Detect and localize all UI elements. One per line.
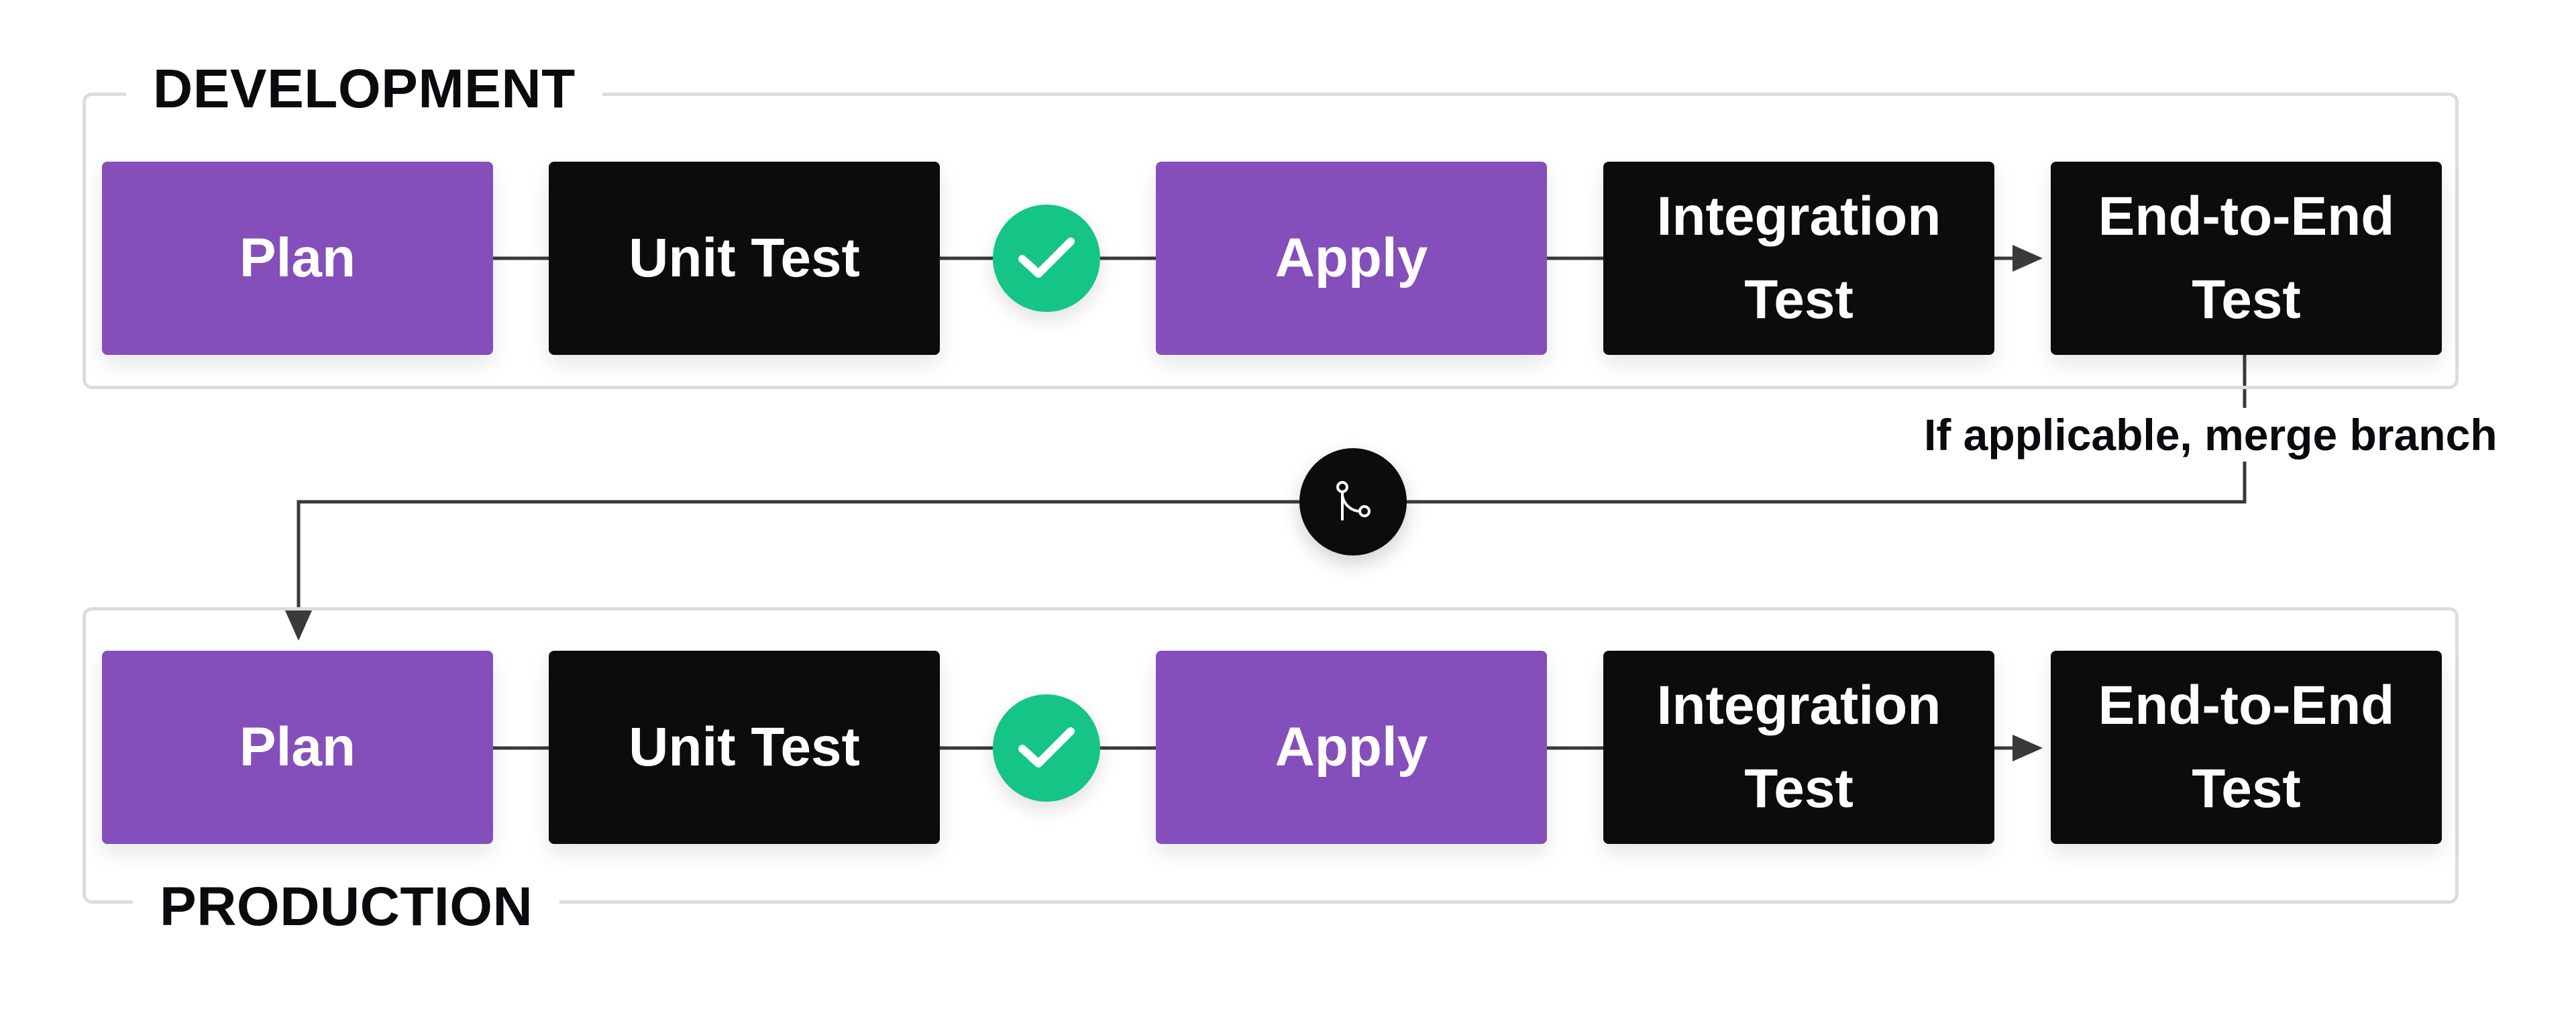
merge-branch-label: If applicable, merge branch <box>1921 408 2500 462</box>
prod-step-unit-test-label: Unit Test <box>629 716 860 778</box>
prod-step-plan[interactable]: Plan <box>102 651 493 844</box>
dev-step-integration-test-label: Integration Test <box>1656 186 1941 330</box>
dev-step-end-to-end-test[interactable]: End-to-End Test <box>2051 162 2442 355</box>
dev-step-end-to-end-test-label: End-to-End Test <box>2098 186 2395 330</box>
prod-step-plan-label: Plan <box>239 716 356 778</box>
git-merge-icon <box>1336 481 1371 521</box>
prod-step-integration-test-label: Integration Test <box>1656 675 1941 819</box>
dev-step-unit-test[interactable]: Unit Test <box>549 162 940 355</box>
prod-step-apply-label: Apply <box>1275 716 1428 778</box>
dev-step-plan-label: Plan <box>239 227 356 288</box>
prod-step-end-to-end-test[interactable]: End-to-End Test <box>2051 651 2442 844</box>
check-icon <box>1018 727 1075 767</box>
prod-step-integration-test[interactable]: Integration Test <box>1603 651 1994 844</box>
development-section: DEVELOPMENT <box>83 57 2459 389</box>
dev-step-apply[interactable]: Apply <box>1156 162 1547 355</box>
prod-step-end-to-end-test-label: End-to-End Test <box>2098 675 2395 819</box>
prod-check-icon <box>993 694 1100 802</box>
dev-step-apply-label: Apply <box>1275 227 1428 288</box>
dev-step-unit-test-label: Unit Test <box>629 227 860 288</box>
dev-step-integration-test[interactable]: Integration Test <box>1603 162 1994 355</box>
production-title: PRODUCTION <box>133 875 560 939</box>
prod-step-unit-test[interactable]: Unit Test <box>549 651 940 844</box>
production-section: PRODUCTION <box>83 607 2459 939</box>
dev-step-plan[interactable]: Plan <box>102 162 493 355</box>
prod-step-apply[interactable]: Apply <box>1156 651 1547 844</box>
merge-node[interactable] <box>1299 448 1407 555</box>
development-title: DEVELOPMENT <box>126 57 602 121</box>
dev-check-icon <box>993 205 1100 312</box>
check-icon <box>1018 237 1075 278</box>
